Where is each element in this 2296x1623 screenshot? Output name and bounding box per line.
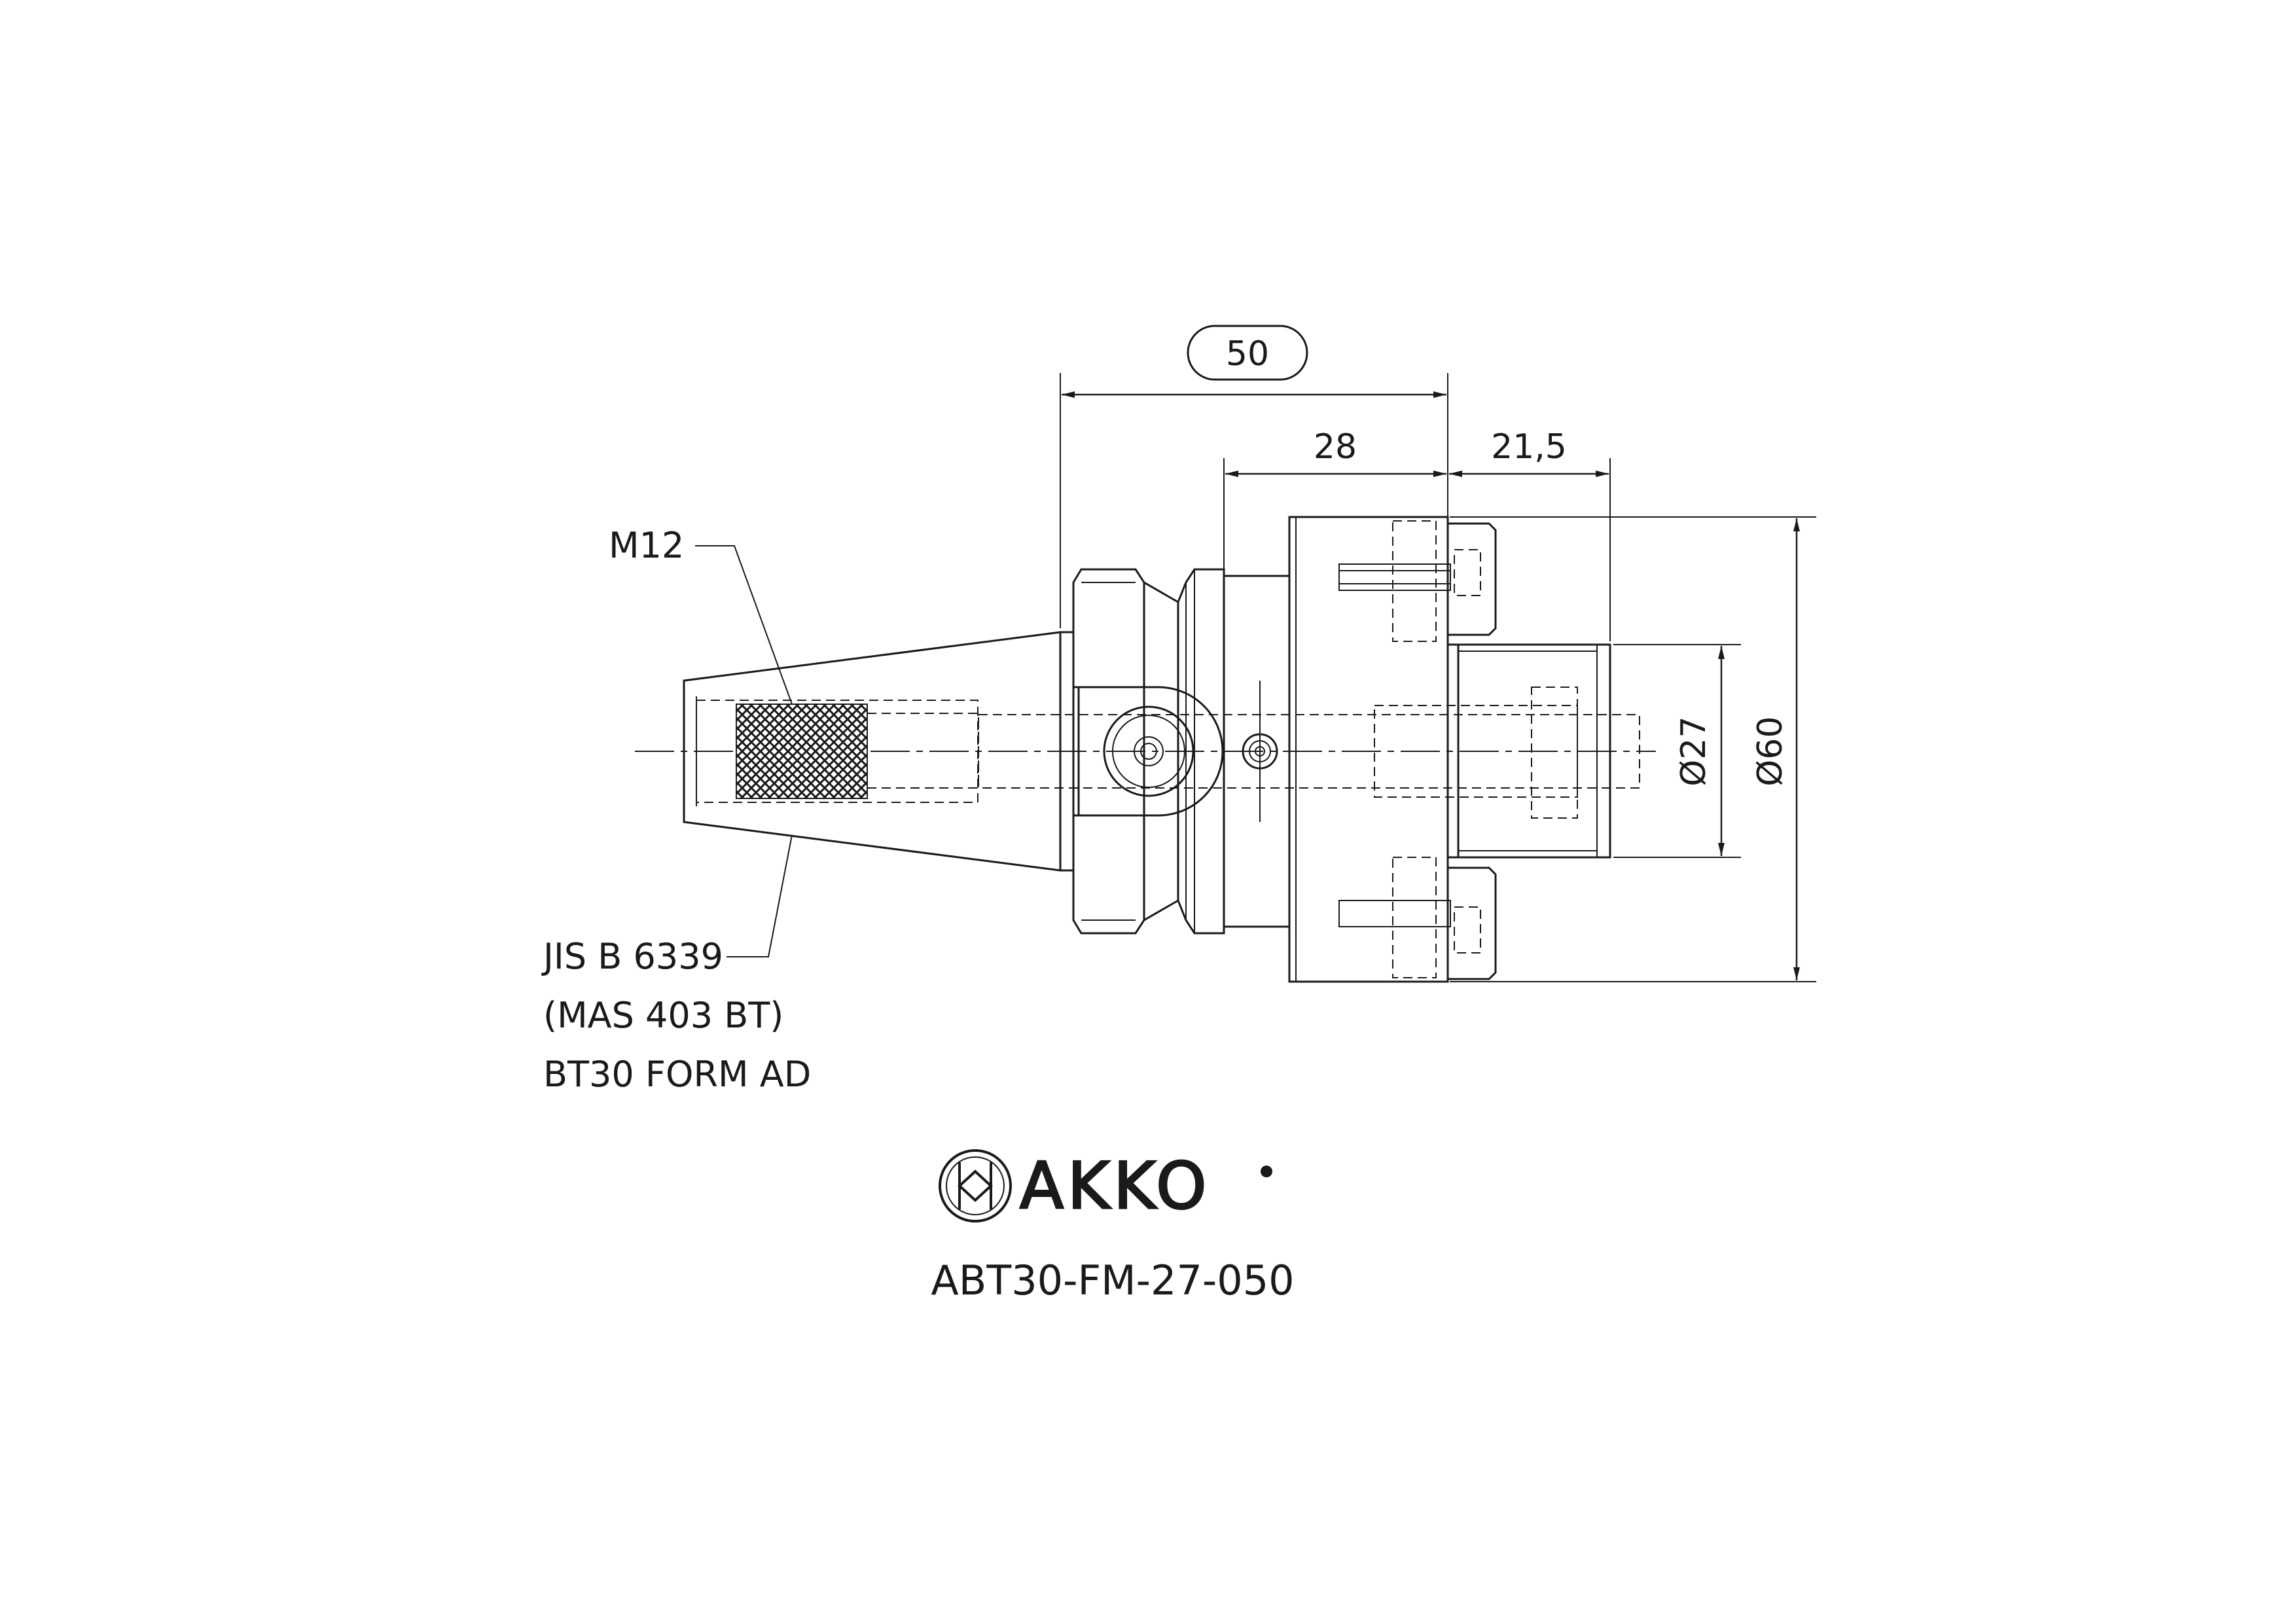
bt-flange xyxy=(1060,568,1225,935)
dim-projection-text: 21,5 xyxy=(1491,427,1567,467)
label-standard-line3: BT30 FORM AD xyxy=(543,1054,811,1095)
dimension-pilot-diameter: Ø27 xyxy=(1613,644,1741,858)
akko-logo-icon xyxy=(939,1149,1012,1222)
dimension-projection: 21,5 xyxy=(1449,427,1611,641)
registered-mark xyxy=(1261,1166,1272,1177)
dim-shank-length-text: 28 xyxy=(1314,427,1357,467)
label-standard-line2: (MAS 403 BT) xyxy=(543,995,783,1036)
brand-name: AKKO xyxy=(1020,1149,1210,1224)
leader-thread: M12 xyxy=(609,525,793,705)
label-standard-line1: JIS B 6339 xyxy=(541,936,723,977)
part-number: ABT30-FM-27-050 xyxy=(931,1257,1294,1304)
pilot-spigot xyxy=(1448,643,1611,859)
dimension-overall-length: 50 xyxy=(1060,325,1448,628)
dim-flange-diameter-text: Ø60 xyxy=(1751,716,1790,786)
dim-overall-length-text: 50 xyxy=(1226,334,1269,374)
dimension-shank-length: 28 xyxy=(1223,427,1446,569)
dimension-flange-diameter: Ø60 xyxy=(1450,516,1816,982)
dim-pilot-diameter-text: Ø27 xyxy=(1674,716,1713,786)
face-mill-head xyxy=(1288,516,1578,983)
leader-standard: JIS B 6339 (MAS 403 BT) BT30 FORM AD xyxy=(541,834,811,1095)
taper-shank xyxy=(683,631,1640,872)
label-thread: M12 xyxy=(609,525,684,566)
brand-logo: AKKO xyxy=(939,1149,1272,1225)
